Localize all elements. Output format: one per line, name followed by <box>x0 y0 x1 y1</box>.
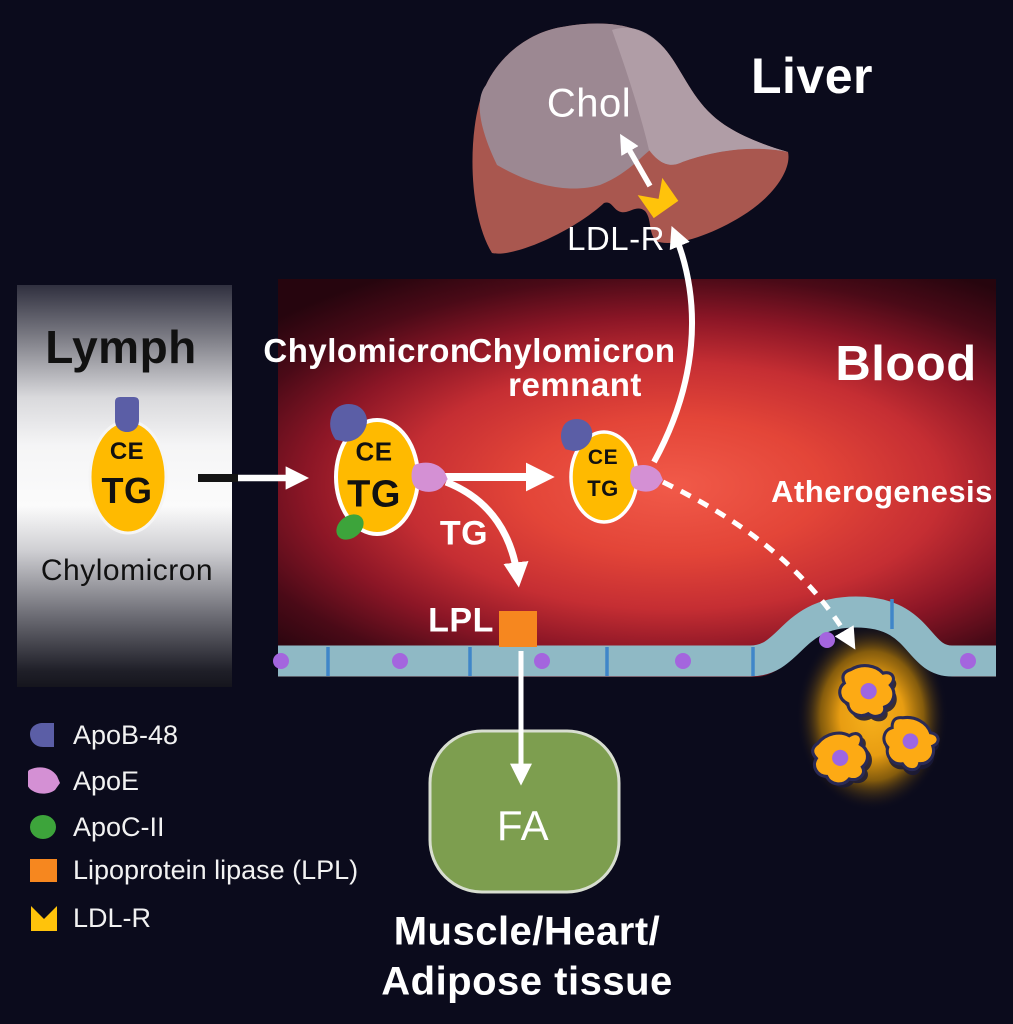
arrow-tg-to-lpl <box>444 478 529 588</box>
endothelial-cell-junctions <box>326 599 894 676</box>
ldl-receptor-icon <box>637 177 679 219</box>
legend-label: ApoE <box>73 765 140 796</box>
apoe-icon <box>630 465 663 492</box>
chol-label: Chol <box>546 81 632 126</box>
tissue-caption-line1: Muscle/Heart/ <box>393 909 661 954</box>
atherogenesis-label: Atherogenesis <box>771 474 993 509</box>
tg-release-label: TG <box>439 514 489 553</box>
arrow-remnant-to-liver <box>651 226 695 464</box>
remnant-tg-label: TG <box>587 476 619 501</box>
apoe-icon <box>411 462 448 492</box>
remnant-ce-label: CE <box>587 446 619 469</box>
foam-cell-nucleus <box>902 733 919 750</box>
lymph-particle-tg-label: TG <box>101 470 153 511</box>
remnant-label-line2: remnant <box>508 366 642 403</box>
lymph-chylomicron-caption: Chylomicron <box>40 554 214 587</box>
legend: ApoB-48 ApoE ApoC-II Lipoprotein lipase … <box>28 705 378 955</box>
tissue-fa-box <box>428 729 621 894</box>
liver-highlight-lobe <box>612 27 788 165</box>
legend-item-apoe: ApoE <box>28 765 139 797</box>
foam-cell-nucleus <box>860 683 877 700</box>
foam-cell <box>882 715 940 776</box>
liver-title: Liver <box>750 48 874 104</box>
blood-chylomicron-label: Chylomicron <box>263 332 471 369</box>
chylomicron-particle-blood <box>330 403 448 540</box>
liver-shape <box>472 23 789 254</box>
foam-cell-nucleus <box>832 749 849 766</box>
blood-title: Blood <box>835 337 977 391</box>
arrow-ldlr-to-chol <box>620 133 653 188</box>
dashed-arrow-remnant-to-plaque <box>661 479 856 650</box>
endothelial-nuclei <box>273 632 976 669</box>
remnant-label-line1: Chylomicron <box>468 332 676 369</box>
chylomicron-particle-lymph <box>88 397 168 535</box>
lpl-enzyme-square <box>499 611 537 647</box>
apoc2-icon <box>30 815 56 839</box>
apoe-icon <box>28 767 60 794</box>
lymph-particle-ce-label: CE <box>109 438 145 465</box>
apob48-icon <box>30 723 54 747</box>
lpl-label: LPL <box>428 601 494 640</box>
chylomicron-tg-label: TG <box>347 473 401 516</box>
legend-label: ApoB-48 <box>73 719 179 750</box>
ldlr-label: LDL-R <box>567 220 665 257</box>
ldlr-icon <box>31 906 57 931</box>
apoc2-icon <box>336 514 364 540</box>
legend-label: Lipoprotein lipase (LPL) <box>73 854 359 885</box>
foam-cells <box>811 664 940 788</box>
legend-item-ldlr: LDL-R <box>28 902 151 934</box>
foam-cell <box>811 731 872 788</box>
apob48-icon <box>330 403 367 442</box>
fa-label: FA <box>496 802 550 849</box>
chylomicron-ce-label: CE <box>355 436 393 467</box>
legend-label: ApoC-II <box>73 811 165 842</box>
lpl-icon <box>30 859 57 882</box>
apob48-icon <box>560 418 593 452</box>
apob48-icon <box>115 397 139 432</box>
legend-label: LDL-R <box>73 902 152 933</box>
legend-item-apob48: ApoB-48 <box>28 719 178 751</box>
legend-item-lpl: Lipoprotein lipase (LPL) <box>28 854 358 886</box>
foam-cell <box>838 664 897 722</box>
endothelium-band <box>278 596 996 677</box>
legend-item-apoc2: ApoC-II <box>28 811 165 843</box>
chylomicron-remnant-particle <box>560 418 663 524</box>
lymph-title: Lymph <box>45 321 197 373</box>
tissue-caption-line2: Adipose tissue <box>381 959 673 1004</box>
